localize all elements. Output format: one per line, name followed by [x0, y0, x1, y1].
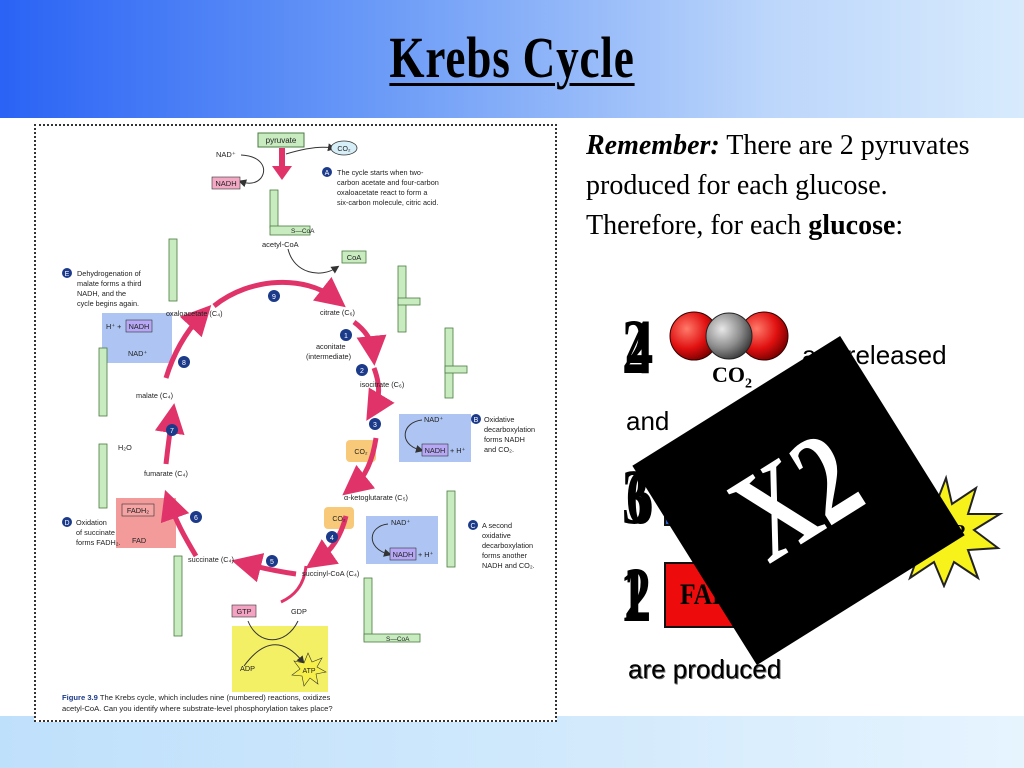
nad-label-c: NAD⁺ [391, 518, 410, 527]
and-text: and [626, 406, 670, 436]
caption-line2: acetyl-CoA. Can you identify where subst… [62, 704, 333, 713]
note-d-line3: forms FADH₂. [76, 538, 121, 547]
acetyl-coa-label: acetyl-CoA [262, 240, 299, 249]
step-4-badge: 4 [330, 535, 334, 542]
note-b-line4: and CO₂. [484, 445, 514, 454]
coa-released-label: CoA [347, 253, 362, 262]
h-plus-label-e: H⁺ + [106, 322, 121, 331]
caption-line1: The Krebs cycle, which includes nine (nu… [98, 693, 331, 702]
note-a-line1: The cycle starts when two- [337, 168, 424, 177]
succinate-label: succinate (C₄) [188, 555, 234, 564]
nadh-label-b: NADH [425, 446, 446, 455]
fumarate-label: fumarate (C₄) [144, 469, 188, 478]
isocitrate-label: isocitrate (C₆) [360, 380, 404, 389]
fadh2-label-fig: FADH₂ [127, 506, 149, 515]
step-6-badge: 6 [194, 515, 198, 522]
note-a-line3: oxaloacetate react to form a [337, 188, 428, 197]
slide-title: Krebs Cycle [389, 25, 635, 90]
title-banner [0, 0, 1024, 118]
succinyl-scoa-label: S—CoA [386, 636, 410, 643]
malate-label: malate (C₄) [136, 391, 173, 400]
glucose-colon: : [895, 210, 904, 241]
step-5-badge: 5 [270, 559, 274, 566]
letter-e-badge: E [65, 271, 70, 278]
fadh-count-overlay: 2 [624, 551, 652, 638]
step-2-badge: 2 [360, 368, 364, 375]
citrate-label: citrate (C₆) [320, 308, 355, 317]
ketoglutarate-label: α-ketoglutarate (C₅) [344, 493, 408, 502]
gdp-label: GDP [291, 607, 307, 616]
succinyl-coa-label: succinyl-CoA (C₄) [302, 569, 359, 578]
letter-d-badge: D [64, 520, 69, 527]
note-b-line1: Oxidative [484, 415, 514, 424]
oxaloacetate-label: oxaloacetate (C₄) [166, 309, 223, 318]
step-7-badge: 7 [170, 428, 174, 435]
krebs-cycle-diagram: pyruvate CO₂ NAD⁺ NADH S—CoA acetyl-CoA … [62, 132, 535, 713]
plus-h-label-c: + H⁺ [418, 550, 434, 559]
note-e-line1: Dehydrogenation of [77, 269, 142, 278]
nad-label-top: NAD⁺ [216, 150, 236, 159]
note-b-line3: forms NADH [484, 435, 525, 444]
step-1-badge: 1 [344, 333, 348, 340]
co2-count-overlay: 4 [626, 303, 654, 390]
co2-caption-text: CO [712, 362, 745, 387]
remember-text: There are 2 pyruvates produced for each … [586, 130, 970, 241]
nadh-label-top: NADH [215, 179, 236, 188]
note-c-line2: oxidative [482, 531, 511, 540]
fad-label: FAD [132, 536, 146, 545]
co2-highlight-b [346, 440, 376, 462]
step-8-badge: 8 [182, 360, 186, 367]
caption-figure-number: Figure 3.9 [62, 693, 98, 702]
co2-caption: CO2 [712, 362, 752, 392]
co2-label-c: CO₂ [332, 516, 346, 523]
co2-label-b: CO₂ [354, 449, 368, 456]
note-c-line3: decarboxylation [482, 541, 533, 550]
co2-count: 2 [622, 303, 650, 390]
remember-paragraph: Remember: There are 2 pyruvates produced… [586, 126, 1006, 246]
co2-molecule-icon [669, 311, 789, 361]
atp-highlight [232, 626, 328, 692]
nadh-label-e: NADH [129, 322, 150, 331]
x2-label: X2 [707, 404, 885, 590]
nadh-label-c: NADH [393, 550, 414, 559]
note-c-line4: forms another [482, 551, 528, 560]
co2-label-top: CO₂ [337, 146, 351, 153]
co2-caption-sub: 2 [745, 376, 752, 392]
note-d-line1: Oxidation [76, 518, 107, 527]
pyruvate-arrow [272, 148, 292, 180]
letter-b-badge: B [474, 417, 479, 424]
remember-label: Remember: [586, 130, 720, 161]
gtp-label: GTP [237, 607, 252, 616]
atp-label-fig: ATP [302, 668, 315, 675]
pyruvate-label: pyruvate [266, 136, 297, 145]
note-c-line1: A second [482, 521, 512, 530]
step-9-badge: 9 [272, 294, 276, 301]
glucose-word: glucose [808, 210, 896, 241]
co2-highlight-c [324, 507, 354, 529]
adp-label: ADP [240, 664, 255, 673]
note-e-line2: malate forms a third [77, 279, 141, 288]
aconitate-sub-label: (intermediate) [306, 352, 351, 361]
aconitate-label: aconitate [316, 342, 346, 351]
letter-c-badge: C [470, 523, 475, 530]
h2o-label: H₂O [118, 443, 132, 452]
note-a-line2: carbon acetate and four-carbon [337, 178, 439, 187]
nad-label-b: NAD⁺ [424, 415, 443, 424]
letter-a-badge: A [325, 170, 330, 177]
krebs-cycle-figure: pyruvate CO₂ NAD⁺ NADH S—CoA acetyl-CoA … [34, 124, 557, 722]
note-b-line2: decarboxylation [484, 425, 535, 434]
note-c-line5: NADH and CO₂. [482, 561, 535, 570]
plus-h-label-b: + H⁺ [450, 446, 466, 455]
footer-band [0, 716, 1024, 768]
pyruvate-box [257, 132, 305, 148]
note-a-line4: six-carbon molecule, citric acid. [337, 198, 438, 207]
note-e-line3: NADH, and the [77, 289, 126, 298]
acetyl-scoa-label: S—CoA [291, 228, 315, 235]
fadh-count: 1 [620, 551, 648, 638]
note-d-line2: of succinate [76, 528, 115, 537]
svg-text:Figure 3.9 The Krebs cycle, w: Figure 3.9 The Krebs cycle, which includ… [62, 693, 331, 702]
note-e-line4: cycle begins again. [77, 299, 139, 308]
nad-label-e: NAD⁺ [128, 349, 147, 358]
step-3-badge: 3 [373, 422, 377, 429]
